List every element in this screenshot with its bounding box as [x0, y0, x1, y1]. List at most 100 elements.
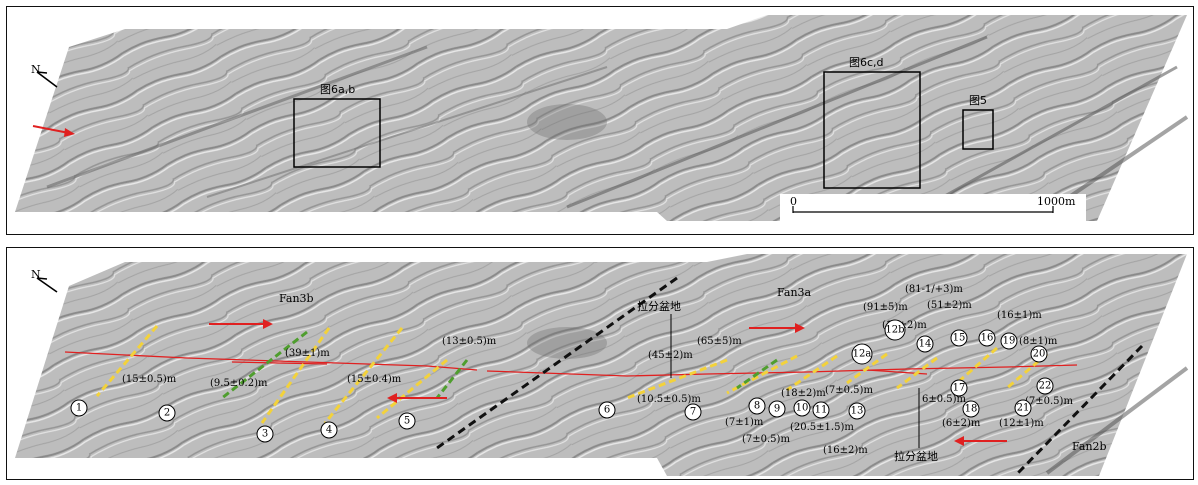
site-number-label: 19 — [1003, 336, 1016, 347]
measurement-label: (81-1/+3)m — [905, 284, 963, 295]
motion-arrow-icon — [749, 323, 805, 333]
site-number-label: 6 — [604, 405, 610, 416]
hillshade-map-overview: N 图6a,b 图6c,d 图5 0 1000m — [6, 6, 1194, 235]
site-number-20: 20 — [1030, 345, 1048, 363]
north-label: N — [31, 63, 41, 76]
site-number-12a: 12a — [851, 343, 873, 365]
site-number-label: 4 — [326, 425, 332, 436]
interpreted-map-svg: N — [15, 254, 1189, 476]
site-number-label: 15 — [953, 333, 966, 344]
measurement-label: (7±0.5)m — [1025, 396, 1073, 407]
offset-marker-green — [221, 330, 778, 400]
fan-label-3a: Fan3a — [777, 286, 812, 299]
motion-arrow-icon — [954, 436, 1007, 446]
site-number-18: 18 — [962, 400, 980, 418]
site-number-label: 10 — [796, 403, 809, 414]
site-number-label: 18 — [965, 404, 978, 415]
site-number-label: 11 — [815, 405, 828, 416]
measurement-label: (10.5±0.5)m — [637, 394, 701, 405]
measurement-label: (91±5)m — [863, 302, 908, 313]
fan-boundary-right — [1015, 344, 1144, 476]
site-number-17: 17 — [950, 379, 968, 397]
fan-label-3b: Fan3b — [279, 292, 314, 305]
site-number-label: 7 — [690, 407, 696, 418]
measurement-label: (9.5±0.2)m — [210, 378, 268, 389]
site-number-label: 14 — [919, 339, 932, 350]
site-number-label: 5 — [404, 416, 410, 427]
site-number-label: 3 — [262, 429, 268, 440]
offset-marker-yellow — [95, 325, 1048, 424]
site-number-2: 2 — [158, 404, 176, 422]
site-number-1: 1 — [70, 399, 88, 417]
measurement-label: (7±0.5)m — [825, 385, 873, 396]
measurement-label: (65±5)m — [697, 336, 742, 347]
site-number-11: 11 — [812, 401, 830, 419]
box-fig5-label: 图5 — [969, 94, 987, 107]
site-number-label: 22 — [1039, 381, 1052, 392]
site-number-3: 3 — [256, 425, 274, 443]
measurement-label: (16±1)m — [997, 310, 1042, 321]
measurement-label: (13±0.5)m — [442, 336, 497, 347]
box-fig5 — [962, 109, 994, 150]
site-number-label: 21 — [1017, 403, 1030, 414]
site-number-label: 2 — [164, 408, 170, 419]
offset-measurements: (15±0.5)m (9.5±0.2)m (39±1)m (15±0.4)m (… — [122, 284, 1073, 456]
measurement-label: (7±1)m — [725, 417, 764, 428]
box-fig6cd-label: 图6c,d — [849, 56, 884, 69]
measurement-label: (8±1)m — [1019, 336, 1058, 347]
pull-apart-basin-label: 拉分盆地 — [637, 299, 681, 313]
pull-apart-basin-label: 拉分盆地 — [894, 449, 938, 463]
measurement-label: (18±2)m — [781, 388, 826, 399]
site-number-label: 1 — [76, 403, 82, 414]
terrain-hillshade — [15, 15, 1187, 221]
measurement-label: (15±0.5)m — [122, 374, 177, 385]
motion-arrow-icon — [387, 393, 447, 403]
hillshade-map-interpreted: N — [6, 247, 1194, 480]
site-number-6: 6 — [598, 401, 616, 419]
site-number-12b: 12b — [884, 319, 906, 341]
site-number-7: 7 — [684, 403, 702, 421]
north-arrow-icon: N — [31, 268, 58, 293]
site-number-label: 16 — [981, 333, 994, 344]
site-number-label: 20 — [1033, 349, 1046, 360]
measurement-label: (12±1)m — [999, 418, 1044, 429]
site-number-16: 16 — [978, 329, 996, 347]
scale-bar: 0 1000m — [790, 195, 1076, 213]
site-number-label: 13 — [851, 406, 864, 417]
site-number-8: 8 — [748, 397, 766, 415]
site-number-label: 12a — [853, 349, 872, 360]
measurement-label: (16±2)m — [882, 320, 927, 331]
site-number-4: 4 — [320, 421, 338, 439]
fan-label-2b: Fan2b — [1072, 440, 1107, 453]
site-number-label: 12b — [885, 325, 904, 336]
measurement-label: (15±0.4)m — [347, 374, 402, 385]
north-arrow-icon: N — [31, 63, 58, 88]
site-number-label: 17 — [953, 383, 966, 394]
site-number-15: 15 — [950, 329, 968, 347]
box-fig6ab-label: 图6a,b — [320, 83, 355, 96]
scale-start-label: 0 — [790, 195, 797, 208]
site-number-21: 21 — [1014, 399, 1032, 417]
overview-map-svg: N 图6a,b 图6c,d 图5 0 1000m — [15, 15, 1189, 230]
measurement-label: (39±1)m — [285, 348, 330, 359]
site-number-22: 22 — [1036, 377, 1054, 395]
box-fig6ab — [293, 98, 381, 168]
terrain-hillshade — [15, 254, 1187, 476]
site-number-markers: 1 2 3 4 5 6 7 8 9 10 11 12a 12b 13 14 15 16 17 18 19 20 21 22 — [70, 319, 1054, 443]
site-number-10: 10 — [793, 399, 811, 417]
site-number-label: 8 — [754, 401, 760, 412]
measurement-label: (7±0.5)m — [742, 434, 790, 445]
measurement-label: (20.5±1.5)m — [790, 422, 854, 433]
site-number-13: 13 — [848, 402, 866, 420]
site-number-14: 14 — [916, 335, 934, 353]
measurement-label: (16±2)m — [823, 445, 868, 456]
fault-trace — [64, 351, 1078, 377]
site-number-9: 9 — [768, 400, 786, 418]
box-fig6cd — [823, 71, 921, 189]
measurement-label: (45±2)m — [648, 350, 693, 361]
measurement-label: (51±2)m — [927, 300, 972, 311]
site-number-label: 9 — [774, 404, 780, 415]
measurement-label: 6±0.5)m — [922, 394, 967, 405]
motion-arrow-icon — [32, 125, 75, 137]
north-label: N — [31, 268, 41, 281]
